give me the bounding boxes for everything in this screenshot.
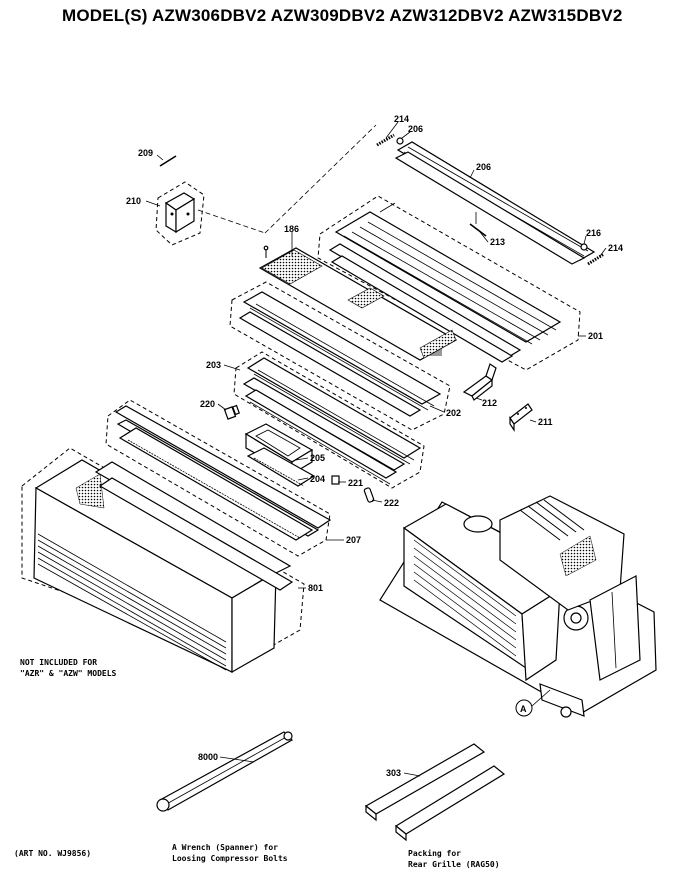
part-801-front-cabinet[interactable] [21,447,305,674]
part-211-bracket[interactable] [509,403,533,432]
part-212-bracket[interactable] [462,363,497,401]
label-220: 220 [200,399,215,409]
part-206-rail[interactable] [394,141,596,265]
note-art-number: (ART NO. WJ9856) [14,849,91,858]
part-207-grille-assembly[interactable] [105,399,332,557]
label-212: 212 [482,398,497,408]
part-8000-wrench[interactable] [156,731,293,812]
part-221-clip[interactable] [331,475,340,485]
label-207: 207 [346,535,361,545]
part-204-grille-bar[interactable] [246,447,316,487]
label-a-circle [515,699,533,717]
label-214-right: 214 [608,243,623,253]
label-303: 303 [386,768,401,778]
leader-lines [145,121,607,777]
label-202: 202 [446,408,461,418]
part-216-clip-right[interactable] [580,243,588,251]
note-wrench-line1: A Wrench (Spanner) for [172,843,278,852]
label-a: A [520,704,527,714]
label-203: 203 [206,360,221,370]
part-209-screw[interactable] [159,155,177,167]
part-203-inner-assembly[interactable] [233,351,425,489]
label-206-rail: 206 [476,162,491,172]
label-221: 221 [348,478,363,488]
note-not-included-line1: NOT INCLUDED FOR [20,658,97,667]
label-209: 209 [138,148,153,158]
label-211: 211 [538,417,553,427]
page-title: MODEL(S) AZW306DBV2 AZW309DBV2 AZW312DBV… [62,6,623,25]
label-214-top: 214 [394,114,409,124]
label-8000: 8000 [198,752,218,762]
part-chassis-unit[interactable] [379,495,657,718]
label-216: 216 [586,228,601,238]
part-214-spring-right[interactable] [587,252,605,266]
note-packing-line2: Rear Grille (RAG50) [408,859,500,869]
part-222-plug[interactable] [363,487,375,503]
label-222: 222 [384,498,399,508]
part-213-screw[interactable] [469,212,487,237]
label-204: 204 [310,474,325,484]
note-packing-line1: Packing for [408,848,461,858]
label-186: 186 [284,224,299,234]
part-201-top-assembly[interactable] [317,195,581,371]
label-210: 210 [126,196,141,206]
label-213: 213 [490,237,505,247]
part-303-packing-strips[interactable] [364,743,506,842]
label-205: 205 [310,453,325,463]
note-wrench-line2: Loosing Compressor Bolts [172,853,288,863]
note-not-included-line2: "AZR" & "AZW" MODELS [20,669,117,678]
part-206-clip-top[interactable] [396,137,404,145]
label-201: 201 [588,331,603,341]
part-210-bracket[interactable] [155,124,377,246]
part-202-frame-assembly[interactable] [229,281,451,431]
part-214-spring-top[interactable] [376,133,395,147]
label-801: 801 [308,583,323,593]
part-220-clip[interactable] [223,404,241,420]
label-206-clip: 206 [408,124,423,134]
